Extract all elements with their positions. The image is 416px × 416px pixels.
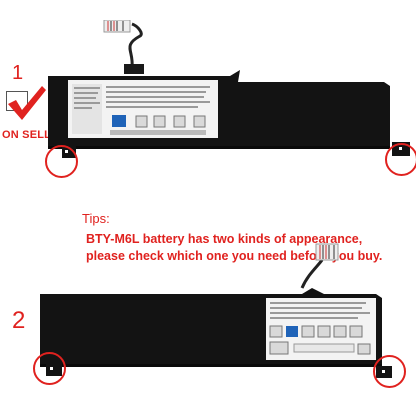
tips-line-1: BTY-M6L battery has two kinds of appeara…	[86, 232, 363, 246]
battery-image-option-2	[40, 243, 392, 378]
connector-cable	[128, 22, 143, 69]
certification-mark	[112, 115, 126, 127]
certification-mark	[286, 326, 298, 337]
option-number-1: 1	[12, 62, 24, 84]
battery-image-option-1	[48, 20, 410, 158]
on-sell-badge: ON SELL	[2, 129, 52, 141]
connector-cable	[300, 259, 324, 289]
tips-title: Tips:	[82, 211, 110, 226]
option-number-2: 2	[12, 307, 26, 334]
highlight-circle	[45, 145, 78, 178]
connector-plug	[315, 243, 339, 261]
highlight-circle	[385, 143, 416, 176]
tips-line-2: please check which one you need before y…	[86, 249, 383, 263]
highlight-circle	[33, 352, 66, 385]
checkmark-icon	[8, 86, 46, 120]
highlight-circle	[373, 355, 406, 388]
